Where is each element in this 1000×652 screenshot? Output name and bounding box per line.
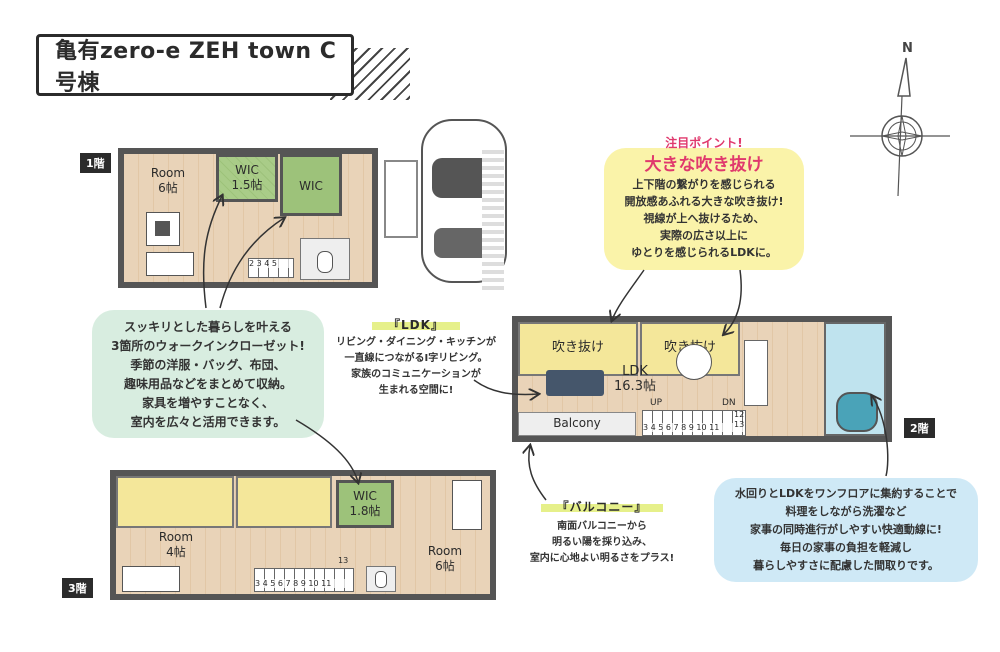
floor-2-sofa: [546, 370, 604, 396]
floor-2-balcony-label: Balcony: [553, 416, 601, 430]
floor-1-entrance: [384, 160, 418, 238]
floor-2-dn-label: DN: [722, 398, 736, 408]
ldk-callout: 『LDK』 リビング・ダイニング・キッチンが 一直線につながるI字リビング。 家…: [336, 318, 496, 396]
floor-2-up-label: UP: [650, 398, 663, 408]
floor-2-tag: 2階: [904, 418, 935, 438]
floor-1-stairs: 2 3 4 5: [248, 258, 294, 278]
balcony-callout-title: 『バルコニー』: [540, 500, 664, 514]
floor-3-wic: WIC 1.8帖: [336, 480, 394, 528]
floor-2-ldk-size: 16.3帖: [614, 379, 656, 394]
floor-2-stairs: 3 4 5 6 7 8 9 10 11: [642, 410, 746, 436]
floor-3-stair-numbers: 3 4 5 6 7 8 9 10 11: [255, 579, 353, 588]
balcony-callout: 『バルコニー』 南面バルコニーから 明るい陽を採り込み、 室内に心地よい明るさを…: [529, 500, 675, 564]
floor-2-dining-table: [676, 344, 712, 380]
arrow-storage-wic2: [219, 218, 284, 309]
floor-1-room-name: Room: [150, 166, 186, 180]
floor-3-room-1-size: 4帖: [166, 545, 186, 559]
compass-north-label: N: [902, 41, 913, 56]
floor-3-room-2-size: 6帖: [435, 559, 455, 573]
kitchen-bubble: 水回りとLDKをワンフロアに集約することで 料理をしながら洗濯など 家事の同時進…: [714, 478, 978, 582]
floor-2-stair-12: 12: [734, 410, 745, 419]
arrow-storage-wic3: [295, 419, 358, 482]
void-bubble-heading: 大きな吹き抜け: [644, 155, 764, 175]
floor-3-void-2: [236, 476, 332, 528]
floor-2-void-1: 吹き抜け: [518, 322, 638, 376]
floor-1-bathroom: [300, 238, 350, 280]
ldk-callout-title: 『LDK』: [372, 318, 460, 332]
floor-2-balcony: Balcony: [518, 412, 636, 436]
floor-3-tag: 3階: [62, 578, 93, 598]
page-title: 亀有zero-e ZEH town C号棟: [36, 34, 354, 96]
void-bubble-label: 注目ポイント!: [665, 136, 743, 150]
floor-1-wic-1: WIC 1.5帖: [216, 154, 278, 202]
floor-1-wic-1-size: 1.5帖: [231, 178, 263, 192]
floor-1-room: Room 6帖: [124, 154, 212, 280]
floor-3-room-2: Room 6帖: [410, 544, 480, 574]
floor-2-kitchen-counter: [744, 340, 768, 406]
arrow-kitchen: [872, 396, 889, 477]
arrow-balcony: [529, 446, 547, 501]
floor-3-wic-name: WIC: [353, 489, 377, 503]
floor-2-stair-13: 13: [734, 420, 745, 429]
floor-2-water-area: [824, 322, 886, 436]
floor-3-wic-size: 1.8帖: [349, 504, 381, 518]
void-bubble: 大きな吹き抜け 上下階の繋がりを感じられる 開放感あふれる大きな吹き抜け! 視線…: [604, 148, 804, 270]
floor-1-wic-1-name: WIC: [235, 163, 259, 177]
arrow-void-1: [612, 269, 645, 320]
floor-3-stairs: 3 4 5 6 7 8 9 10 11: [254, 568, 354, 592]
floor-3-room-1-name: Room: [158, 530, 194, 544]
floor-1-tag: 1階: [80, 153, 111, 173]
arrow-ldk: [473, 379, 538, 394]
floor-1-stair-numbers: 2 3 4 5: [249, 259, 293, 268]
floor-3-toilet: [366, 566, 396, 592]
floor-3-room-1: Room 4帖: [116, 530, 236, 560]
arrow-storage-wic1: [202, 196, 222, 309]
compass-icon: N: [850, 41, 950, 197]
floor-2-stair-numbers: 3 4 5 6 7 8 9 10 11: [643, 423, 745, 432]
floor-3-bed-1: [122, 566, 180, 592]
floor-1-wic-2: WIC: [280, 154, 342, 216]
floor-3-room-2-name: Room: [427, 544, 463, 558]
floor-3-void-1: [116, 476, 234, 528]
arrow-void-2: [724, 269, 742, 334]
floor-1-bed: [146, 252, 194, 276]
floor-2-ldk: LDK 16.3帖: [580, 364, 690, 394]
storage-bubble: スッキリとした暮らしを叶える 3箇所のウォークインクローゼット! 季節の洋服・バ…: [92, 310, 324, 438]
floor-1-wic-2-name: WIC: [299, 179, 323, 193]
floor-2-ldk-name: LDK: [622, 364, 648, 379]
floor-1-room-size: 6帖: [158, 181, 178, 195]
floor-1-fence: [482, 150, 504, 290]
floor-3-stair-13: 13: [338, 556, 349, 565]
floor-3-bed-2: [452, 480, 482, 530]
floor-1-table: [146, 212, 180, 246]
floor-2-void-1-label: 吹き抜け: [551, 340, 604, 355]
